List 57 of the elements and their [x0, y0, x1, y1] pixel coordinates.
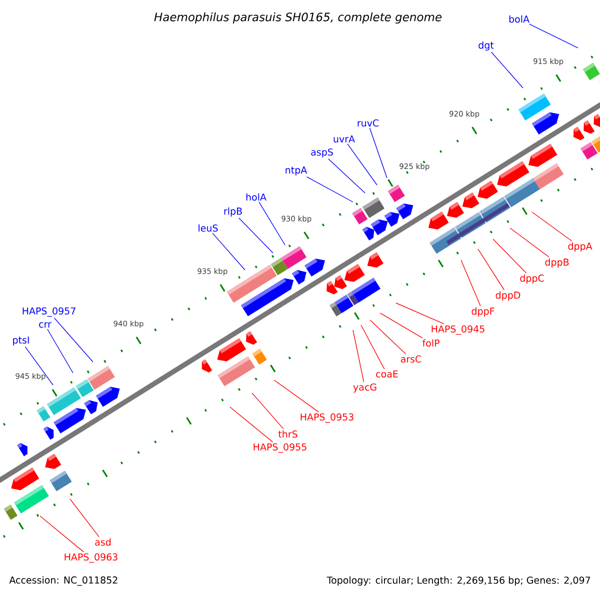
gene-label: dppB [545, 258, 569, 268]
leader-line [274, 380, 319, 412]
leader-line [370, 320, 406, 354]
leader-line [347, 144, 378, 186]
gene-label: dgt [478, 41, 494, 51]
gene-label: asd [95, 538, 111, 546]
gene-label: HAPS_0955 [254, 443, 306, 453]
gene-label: dppA [568, 242, 592, 252]
leader-line [252, 392, 284, 430]
leader-line [490, 52, 524, 88]
gene-label: folP [422, 339, 440, 347]
leader-line [24, 346, 54, 386]
leader-line [212, 232, 246, 270]
leader-line [258, 202, 286, 246]
footer-text: Topology: circular; Length: 2,269,156 bp; Genes: 2,097 [326, 576, 590, 586]
gene-label: dppC [520, 274, 544, 284]
gene-label: coaE [376, 370, 398, 378]
leader-line [380, 312, 423, 338]
gene-label: holA [246, 193, 266, 201]
leader-line [238, 218, 274, 254]
gene-label: thrS [278, 430, 298, 438]
gene-label: bolA [509, 15, 530, 23]
leader-line [492, 238, 526, 274]
gene-label: crr [39, 322, 52, 328]
gene-label: yacG [353, 383, 376, 392]
leader-line [54, 318, 94, 362]
leader-line [369, 128, 388, 178]
title: Haemophilus parasuis SH0165, complete genome [154, 12, 442, 24]
gene-label: arsC [400, 355, 422, 363]
leader-line [460, 260, 481, 306]
leader-line [70, 498, 100, 538]
gene-label: HAPS_0963 [64, 553, 118, 563]
gene-label: ntpA [286, 166, 308, 176]
gene-label: uvrA [334, 135, 355, 143]
leader-line [510, 228, 550, 258]
gene-label: ptsI [13, 336, 29, 346]
leader-line [40, 516, 84, 552]
leader-line [528, 24, 578, 48]
gene-label: HAPS_0957 [22, 307, 76, 317]
gene-label: HAPS_0953 [300, 413, 354, 423]
footer-text: Accession: NC_011852 [9, 576, 118, 586]
leader-line [230, 406, 273, 442]
gene-label: dppF [472, 307, 494, 317]
leader-line [47, 328, 74, 374]
leader-line [328, 158, 366, 194]
gene-label: leuS [198, 224, 218, 232]
gene-label: HAPS_0945 [432, 325, 484, 335]
leader-line [478, 248, 505, 290]
gene-label: dppD [496, 291, 520, 301]
gene-label: rlpB [224, 207, 242, 217]
leader-line [352, 330, 364, 382]
leader-line [306, 176, 354, 202]
leader-line [360, 324, 385, 370]
leader-line [532, 212, 572, 242]
gene-label: aspS [311, 148, 333, 158]
leader-line [396, 302, 444, 324]
gene-label: ruvC [358, 119, 379, 127]
